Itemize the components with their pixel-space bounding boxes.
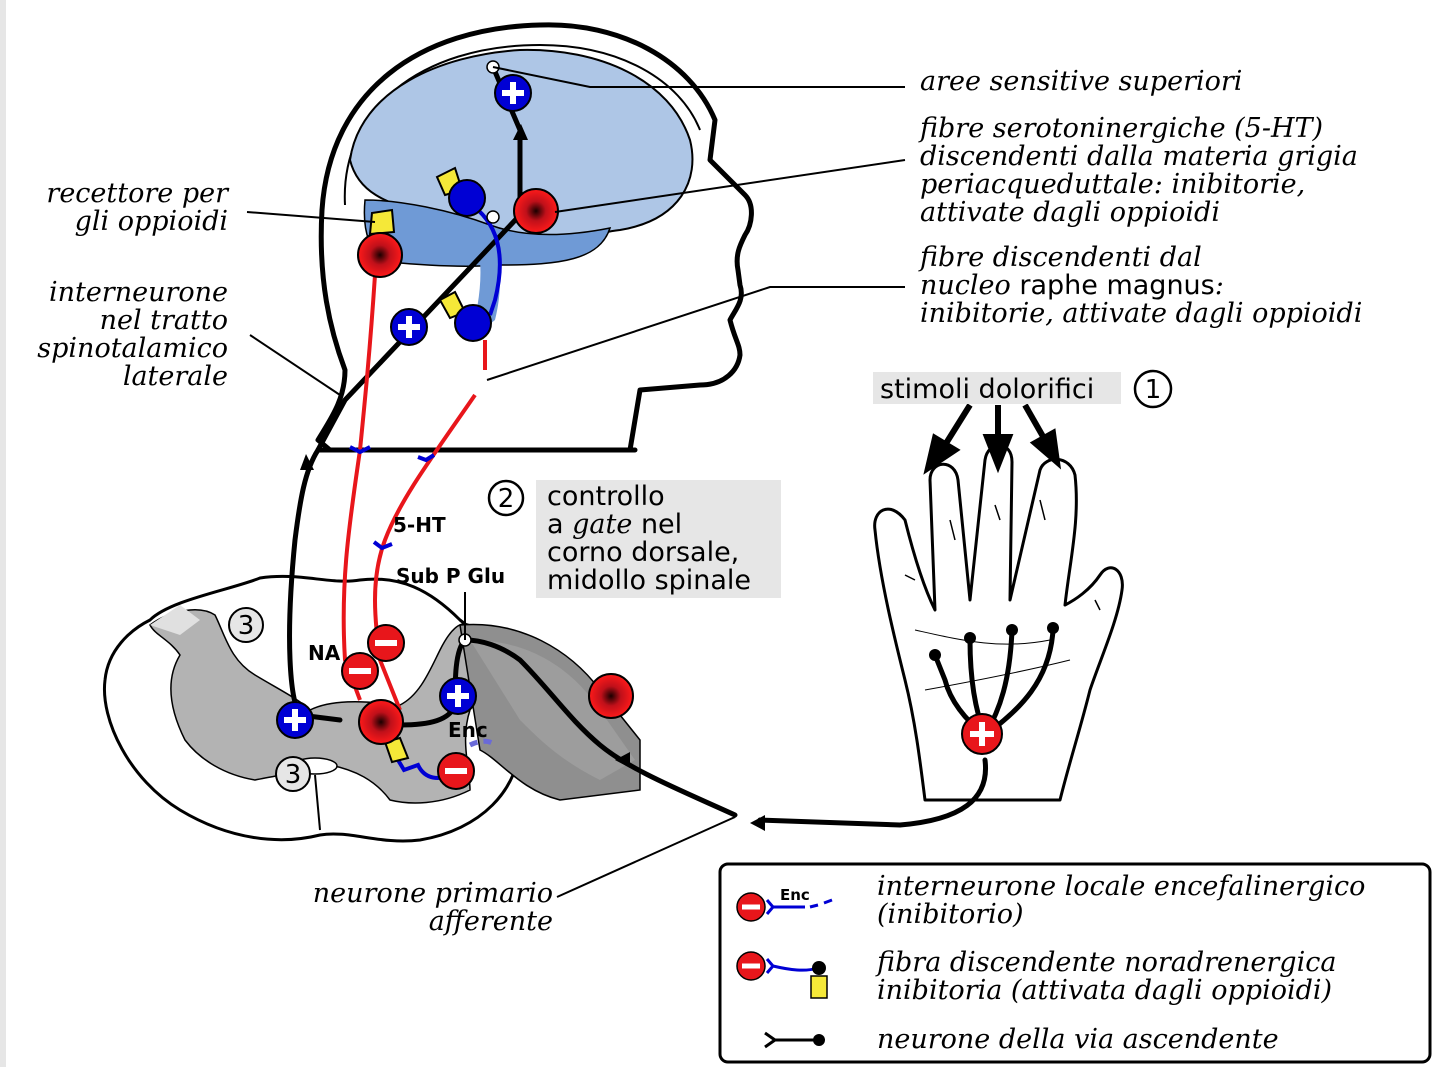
label-colon: : [1215,270,1224,301]
lamina-marker-upper: 3 [229,608,263,642]
legend: Enc interneurone locale encefalinergico … [720,864,1430,1062]
legend-enc-tag: Enc [780,886,810,904]
legend-minus-icon-2 [737,952,765,980]
label-raphe-magnus: raphe magnus [1011,270,1215,301]
svg-text:fibre discendenti dal: fibre discendenti dal [918,242,1202,273]
svg-text:corno dorsale,: corno dorsale, [547,537,739,568]
svg-text:fibra discendente noradrenergi: fibra discendente noradrenergica [875,947,1336,978]
svg-text:neurone della via ascendente: neurone della via ascendente [877,1024,1279,1055]
legend-minus-icon [737,893,765,921]
stimoli-label: stimoli dolorifici 1 [873,371,1171,407]
label-aree-sensitive: aree sensitive superiori [920,66,1242,97]
svg-text:gli oppioidi: gli oppioidi [75,206,228,237]
svg-text:attivate dagli oppioidi: attivate dagli oppioidi [920,197,1220,228]
stimoli-text: stimoli dolorifici [880,374,1094,405]
svg-text:laterale: laterale [123,361,228,392]
label-fibre-serotoninergiche: fibre serotoninergiche (5-HT) discendent… [918,113,1358,228]
step-2-number: 2 [498,484,515,514]
svg-text:(inibitorio): (inibitorio) [877,899,1024,930]
svg-text:inibitoria (attivata dagli opp: inibitoria (attivata dagli oppioidi) [877,975,1332,1006]
label-interneurone: interneurone nel tratto spinotalamico la… [37,277,228,392]
svg-text:3: 3 [285,760,302,790]
label-sub-p-glu: Sub P Glu [396,564,505,588]
label-5ht: 5-HT [393,513,446,537]
label-nucleo: nucleo [920,270,1011,301]
svg-text:interneurone: interneurone [49,277,228,308]
svg-text:controllo: controllo [547,481,665,512]
gate-control-label: 2 controllo a gate nel corno dorsale, mi… [489,480,781,598]
svg-text:discendenti dalla materia grig: discendenti dalla materia grigia [920,141,1358,172]
svg-text:3: 3 [238,611,255,641]
svg-text:inibitorie, attivate dagli opp: inibitorie, attivate dagli oppioidi [920,298,1362,329]
label-recettore: recettore per gli oppioidi [46,178,230,237]
label-fibre-discendenti: fibre discendenti dal nucleo raphe magnu… [918,242,1362,329]
svg-text:recettore per: recettore per [46,178,230,209]
svg-text:neurone primario: neurone primario [313,878,553,909]
svg-text:fibre serotoninergiche (5-HT): fibre serotoninergiche (5-HT) [918,113,1323,144]
lamina-marker-lower: 3 [276,757,310,791]
svg-text:afferente: afferente [429,906,553,937]
svg-text:a gate nel: a gate nel [547,509,682,540]
label-na: NA [308,641,341,665]
label-neurone-primario: neurone primario afferente [313,878,553,937]
step-1-number: 1 [1145,375,1162,405]
svg-text:midollo spinale: midollo spinale [547,565,751,596]
label-enc: Enc [448,718,488,742]
svg-text:interneurone locale encefaline: interneurone locale encefalinergico [877,871,1365,902]
svg-text:nel tratto: nel tratto [100,305,228,336]
stimuli-arrows [928,405,1057,468]
svg-text:spinotalamico: spinotalamico [37,333,228,364]
svg-text:nucleo raphe magnus:: nucleo raphe magnus: [920,270,1224,301]
svg-text:periacqueduttale: inibitorie,: periacqueduttale: inibitorie, [920,169,1305,200]
